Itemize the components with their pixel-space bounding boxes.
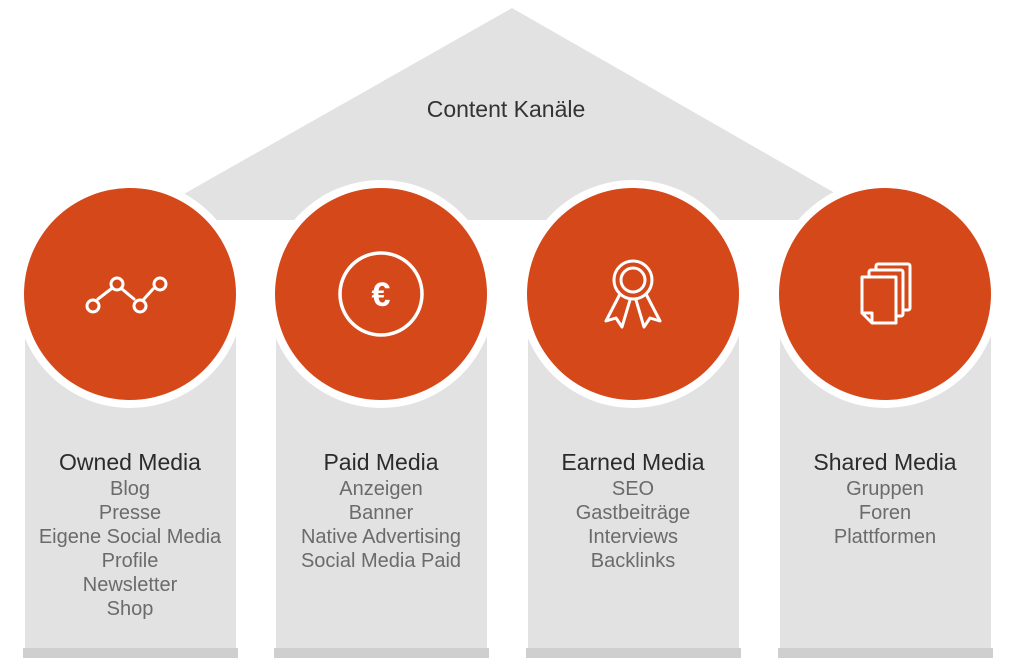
pillar-base-shared (778, 648, 993, 658)
list-item: Backlinks (590, 550, 676, 572)
pillar-title: Paid Media (323, 449, 439, 475)
pillar-title: Shared Media (813, 449, 957, 475)
list-item: Anzeigen (339, 478, 423, 500)
list-item: Blog (109, 478, 151, 500)
pillar-base-paid (274, 648, 489, 658)
list-item: Interviews (587, 526, 679, 548)
list-item: Plattformen (833, 526, 937, 548)
pillar-title: Earned Media (561, 449, 705, 475)
pillar-title: Owned Media (59, 449, 201, 475)
svg-text:€: € (372, 276, 391, 314)
pillar-text-paid: Paid Media Anzeigen Banner Native Advert… (266, 447, 496, 573)
list-item: Native Advertising (300, 526, 462, 548)
pillar-text-owned: Owned Media Blog Presse Eigene Social Me… (15, 447, 245, 621)
list-item: Banner (348, 502, 414, 524)
graph-nodes-icon (85, 276, 168, 314)
pillar-text-earned: Earned Media SEO Gastbeiträge Interviews… (518, 447, 748, 573)
list-item: Presse (98, 502, 162, 524)
list-item: Newsletter (82, 574, 178, 596)
list-item: Gastbeiträge (575, 502, 691, 524)
circle-paid (275, 188, 487, 400)
pillar-base-earned (526, 648, 741, 658)
pillar-text-shared: Shared Media Gruppen Foren Plattformen (770, 447, 1000, 549)
award-ribbon-icon (604, 259, 662, 329)
circle-earned (527, 188, 739, 400)
list-item: Gruppen (846, 478, 924, 500)
roof (138, 8, 882, 220)
euro-icon: € (338, 251, 424, 337)
list-item: Foren (858, 502, 912, 524)
pillar-base-owned (23, 648, 238, 658)
documents-stack-icon (860, 262, 912, 325)
list-item: Profile (101, 550, 159, 572)
list-item: Shop (106, 598, 154, 620)
list-item: SEO (611, 478, 655, 500)
list-item: Eigene Social Media (38, 526, 222, 548)
list-item: Social Media Paid (300, 550, 462, 572)
diagram-title: Content Kanäle (426, 96, 586, 122)
